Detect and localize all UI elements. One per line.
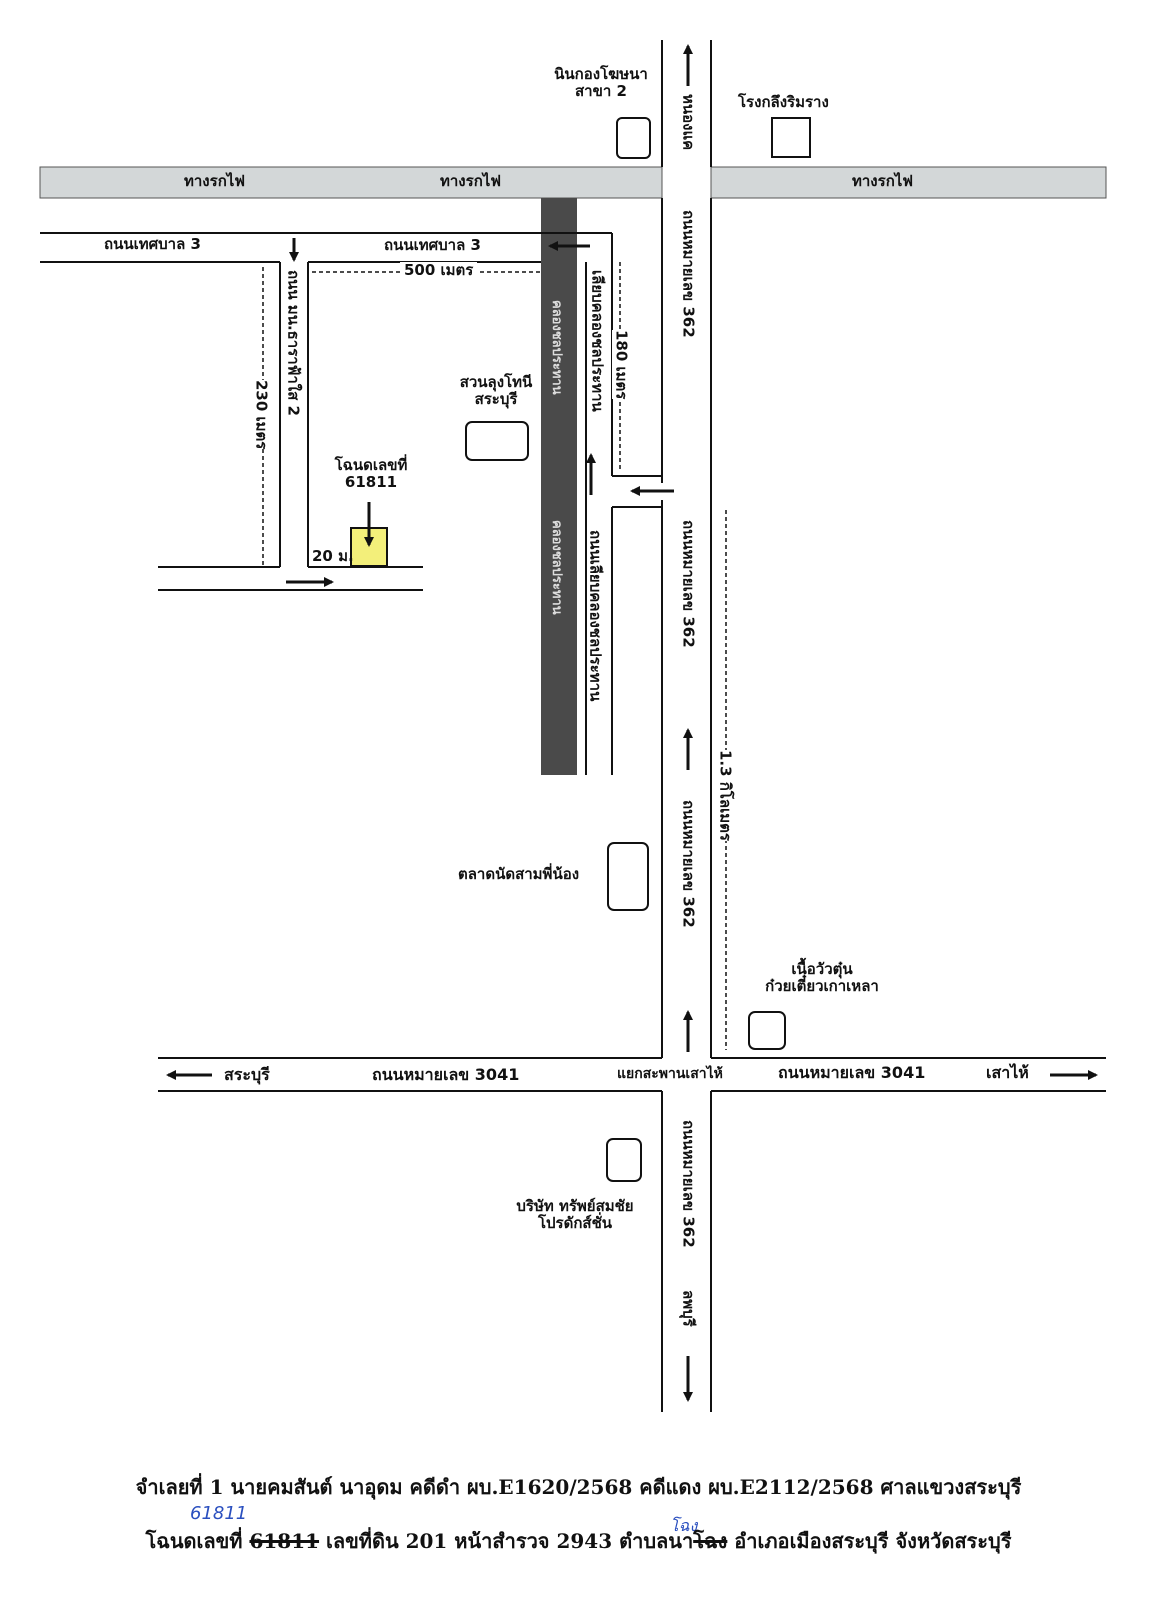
label-rong-klueng: โรงกลึงริมราง xyxy=(738,93,829,111)
canal xyxy=(541,198,577,775)
company-box xyxy=(606,1138,642,1182)
railway-left xyxy=(39,166,663,199)
label-nong-khae: หนองแค xyxy=(679,94,698,151)
footer-line-2: โฉนดเลขที่ 61811 เลขที่ดิน 201 หน้าสำรวจ… xyxy=(0,1525,1157,1557)
label-hwy362-top: ถนนหมายเลข 362 xyxy=(679,210,698,338)
label-tessaban-mid: ถนนเทศบาล 3 xyxy=(384,236,481,254)
label-canal-2: คลองชลประทาน xyxy=(548,520,564,615)
label-hwy362-bottom: ถนนหมายเลข 362 xyxy=(679,1120,698,1248)
label-yaek: แยกสะพานเสาไห้ xyxy=(617,1066,723,1083)
label-tessaban-left: ถนนเทศบาล 3 xyxy=(104,235,201,253)
label-dist-13km: 1.3 กิโลเมตร xyxy=(716,750,735,841)
label-dist-230: 230 เมตร xyxy=(252,380,271,450)
talad-box xyxy=(607,842,649,911)
label-hwy3041-left: ถนนหมายเลข 3041 xyxy=(372,1065,520,1084)
label-lieb-canal-1: เลียบคลองชลประทาน xyxy=(588,270,607,412)
footer-line-1: จำเลยที่ 1 นายคมสันต์ นาอุดม คดีดำ ผบ.E1… xyxy=(135,1475,1022,1499)
label-nuea-wua: เนื้อวัวตุ๋น ก๋วยเตี๋ยวเกาเหลา xyxy=(765,960,879,996)
label-sao-hai: เสาไห้ xyxy=(986,1063,1029,1082)
footer-line2-a: โฉนดเลขที่ xyxy=(145,1529,243,1553)
label-saraburi: สระบุรี xyxy=(224,1065,270,1084)
label-railway-1: ทางรกไฟ xyxy=(184,172,245,190)
label-lop-buri: ลพบุรี xyxy=(679,1290,698,1327)
label-railway-3: ทางรกไฟ xyxy=(852,172,913,190)
label-hwy3041-right: ถนนหมายเลข 3041 xyxy=(778,1063,926,1082)
nin-kong-box xyxy=(616,117,651,159)
hand-tambon: โฉง xyxy=(670,1516,698,1535)
label-company: บริษัท ทรัพย์สมชัย โปรดักส์ชั่น xyxy=(516,1197,634,1233)
label-nin-kong: นินกองโฆษนา สาขา 2 xyxy=(554,65,648,101)
label-dist-180: 180 เมตร xyxy=(612,330,631,400)
footer-line2-b: เลขที่ดิน 201 หน้าสำรวจ 2943 ตำบลนา xyxy=(326,1529,694,1553)
label-hwy362-mid: ถนนหมายเลข 362 xyxy=(679,520,698,648)
label-road-mm: ถนน มน.ธาราฟ้าใส 2 xyxy=(284,270,303,416)
nuea-wua-box xyxy=(748,1011,786,1050)
footer-line2-struck: 61811 xyxy=(249,1529,320,1553)
label-dist-500: 500 เมตร xyxy=(400,261,478,280)
railway-right xyxy=(710,166,1107,199)
rong-klueng-box xyxy=(771,117,811,158)
label-lieb-canal-2: ถนนเลียบคลองชลประทาน xyxy=(586,530,605,702)
label-suan-lung: สวนลุงโทนี สระบุรี xyxy=(459,373,533,409)
suan-lung-box xyxy=(465,421,529,461)
label-deed: โฉนดเลขที่ 61811 xyxy=(334,456,408,492)
label-dist-20: 20 ม. xyxy=(312,547,354,565)
label-canal-1: คลองชลประทาน xyxy=(548,300,564,395)
hand-deed: 61811 xyxy=(190,1503,248,1524)
footer-line2-struck2: โฉง xyxy=(693,1529,728,1553)
label-hwy362-low: ถนนหมายเลข 362 xyxy=(679,800,698,928)
label-railway-2: ทางรกไฟ xyxy=(440,172,501,190)
label-talad: ตลาดนัดสามพี่น้อง xyxy=(458,865,580,883)
footer-line2-c: อำเภอเมืองสระบุรี จังหวัดสระบุรี xyxy=(734,1529,1012,1553)
